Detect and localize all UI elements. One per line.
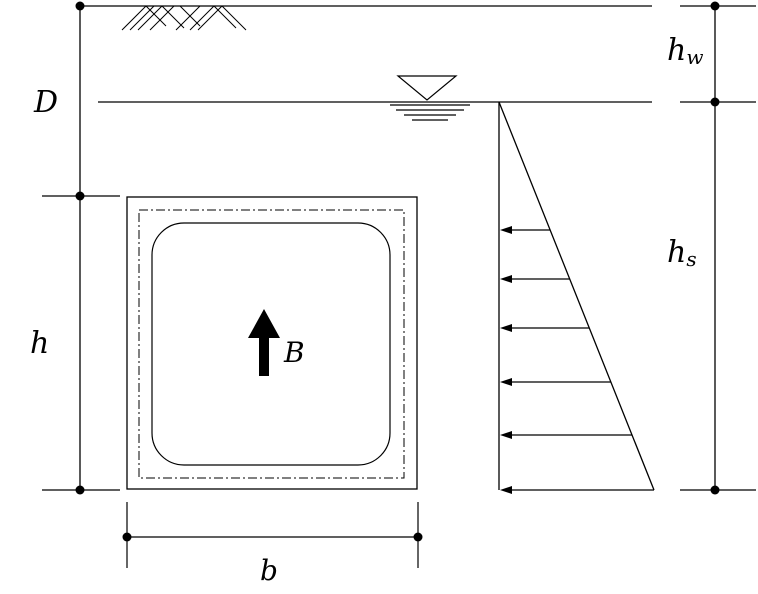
water-level-symbol xyxy=(390,75,470,121)
buoyancy-label: B xyxy=(283,336,305,369)
dimension-dot xyxy=(75,485,85,495)
pressure-arrow-head xyxy=(500,324,512,332)
dimension-dot xyxy=(122,532,132,542)
dimension-dot xyxy=(75,191,85,201)
submerged-depth-label-hs: hs xyxy=(667,235,697,271)
dimension-dot xyxy=(75,1,85,11)
depth-label-D: D xyxy=(33,85,58,120)
water-depth-label-hw: hw xyxy=(667,33,703,69)
pressure-diagram-hypotenuse xyxy=(498,101,655,491)
dimension-dot xyxy=(710,97,720,107)
pressure-arrow-head xyxy=(500,486,512,494)
pressure-arrow-head xyxy=(500,378,512,386)
box-culvert-centerline xyxy=(138,209,405,479)
buoyancy-arrow-icon xyxy=(248,309,280,376)
soil-hatch-symbol xyxy=(121,5,247,31)
pressure-arrow-head xyxy=(500,431,512,439)
pressure-arrows xyxy=(500,226,654,494)
dimension-dot xyxy=(710,485,720,495)
box-culvert-inner-opening xyxy=(151,222,391,466)
dimension-dot xyxy=(413,532,423,542)
pressure-arrow-head xyxy=(500,275,512,283)
dimension-dot xyxy=(710,1,720,11)
width-label-b: b xyxy=(260,554,278,587)
pressure-arrow-head xyxy=(500,226,512,234)
height-label-h: h xyxy=(30,326,49,361)
box-culvert-outer-wall xyxy=(126,196,418,490)
